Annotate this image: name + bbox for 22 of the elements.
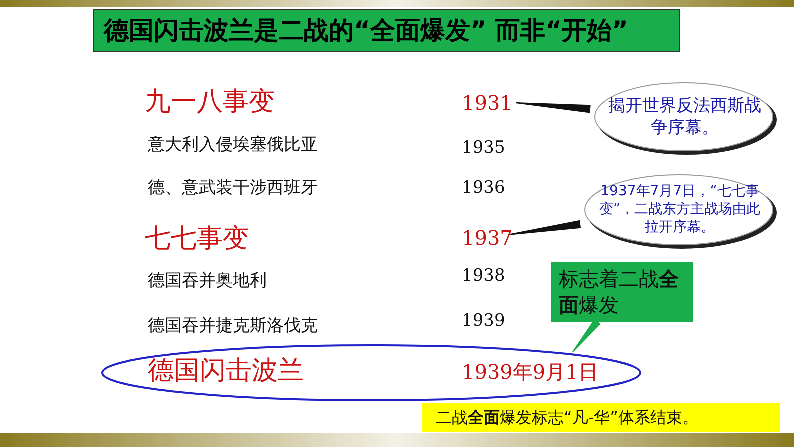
year-text: 1936 xyxy=(462,178,506,198)
year-text: 1935 xyxy=(462,138,506,158)
event-name: 七七事变 xyxy=(145,223,249,256)
event-name: 意大利入侵埃塞俄比亚 xyxy=(148,134,318,156)
event-name: 德、意武装干涉西班牙 xyxy=(148,177,318,199)
callout-pointer xyxy=(508,220,582,236)
callout-text: 1937年7月7日，“七七事变”，二战东方主战场由此拉开序幕。 xyxy=(598,182,762,238)
callout-pointer xyxy=(516,102,591,114)
event-name: 德国吞并捷克斯洛伐克 xyxy=(148,315,318,337)
year-text: 1938 xyxy=(462,266,506,286)
callout-box: 标志着二战全面爆发 xyxy=(551,262,693,322)
callout-pointer xyxy=(572,319,601,352)
callout-text: 揭开世界反法西斯战争序幕。 xyxy=(608,94,762,140)
note-box: 二战全面爆发标志“凡-华”体系结束。 xyxy=(422,403,780,432)
year-text: 1937 xyxy=(462,225,512,251)
year-text: 1939 xyxy=(462,311,506,331)
date-text: 1939年9月1日 xyxy=(462,359,598,386)
year-text: 1931 xyxy=(462,90,516,116)
title-banner: 德国闪击波兰是二战的“全面爆发” 而非“开始” xyxy=(93,9,680,52)
event-name: 德国闪击波兰 xyxy=(148,355,304,388)
event-name: 九一八事变 xyxy=(145,86,275,119)
event-name: 德国吞并奥地利 xyxy=(148,270,267,292)
